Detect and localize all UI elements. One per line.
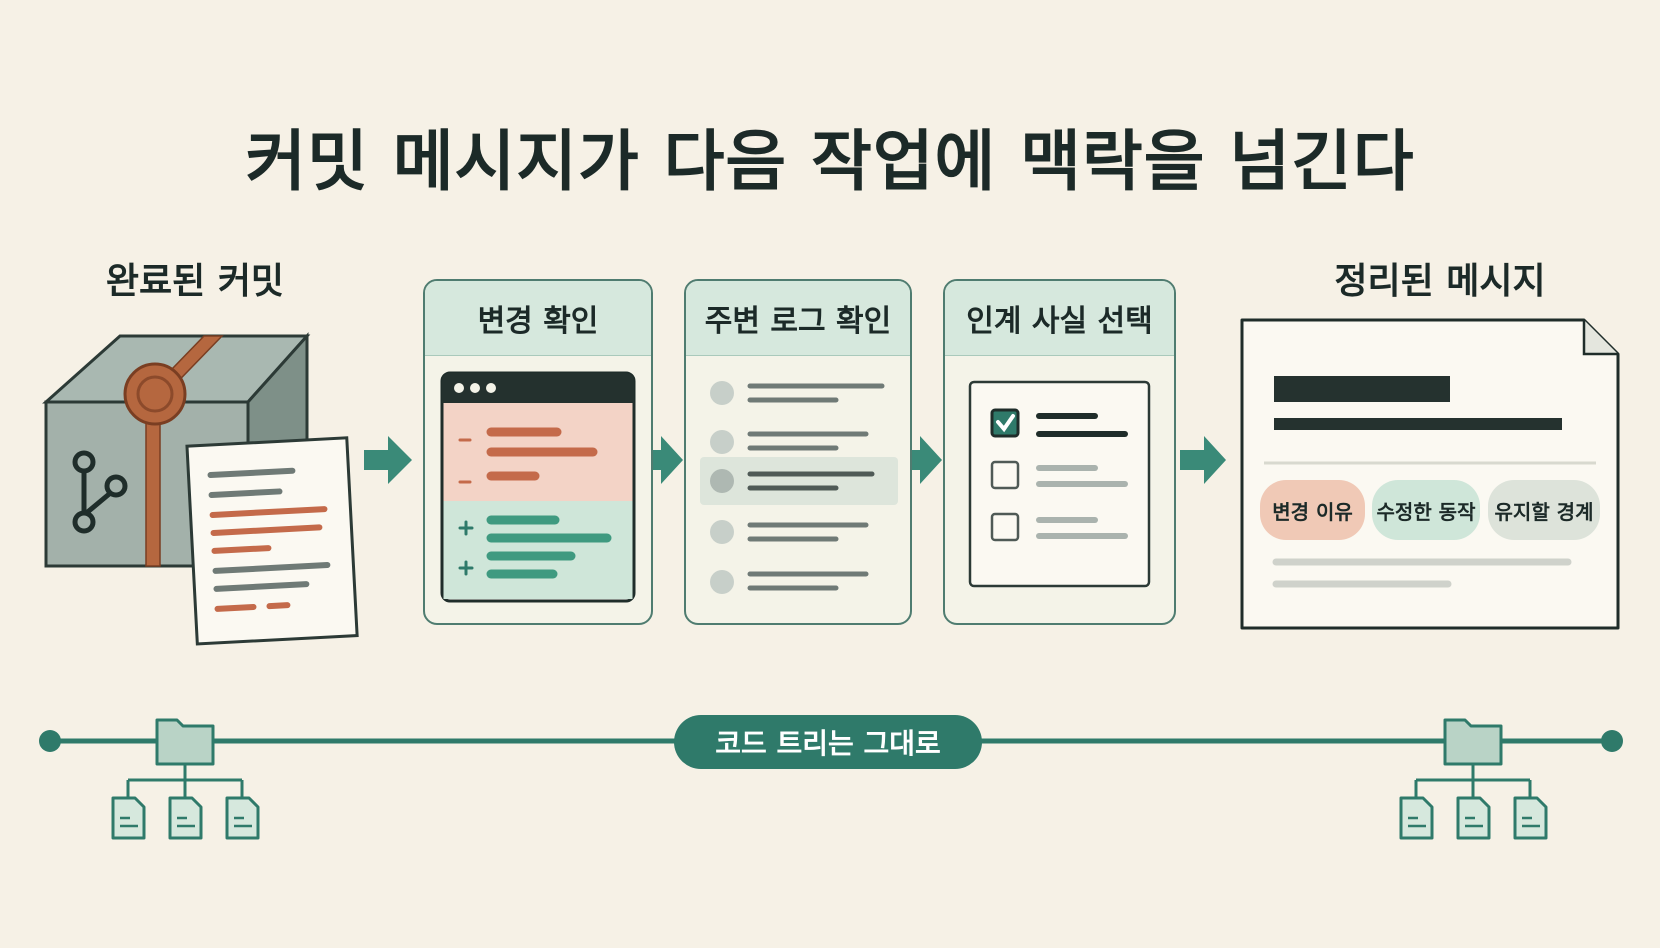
code-tree-unchanged-badge: 코드 트리는 그대로 xyxy=(674,715,982,769)
checklist xyxy=(968,380,1151,588)
step-panel-check-log: 주변 로그 확인 xyxy=(684,279,912,625)
chip-keep-boundary: 유지할 경계 xyxy=(1488,480,1600,540)
arrow-right-icon xyxy=(1180,436,1226,484)
step-title: 인계 사실 선택 xyxy=(945,281,1174,356)
step-panel-review-changes: 변경 확인 xyxy=(423,279,653,625)
commit-box-illustration xyxy=(42,332,359,646)
checkbox-icon xyxy=(990,512,1020,542)
git-branch-icon xyxy=(72,450,128,534)
checkbox-icon xyxy=(990,408,1020,438)
page-title: 커밋 메시지가 다음 작업에 맥락을 넘긴다 xyxy=(245,123,1415,200)
log-list xyxy=(700,381,898,594)
arrow-right-icon xyxy=(906,436,942,484)
step-panel-select-facts: 인계 사실 선택 xyxy=(943,279,1176,625)
chip-modified-action: 수정한 동작 xyxy=(1372,480,1480,540)
checkbox-icon xyxy=(990,460,1020,490)
folder-icon xyxy=(155,718,215,766)
completed-commit-label: 완료된 커밋 xyxy=(105,261,285,302)
chip-change-reason: 변경 이유 xyxy=(1260,480,1365,540)
step-title: 변경 확인 xyxy=(425,281,651,356)
step-title: 주변 로그 확인 xyxy=(686,281,910,356)
organized-message-label: 정리된 메시지 xyxy=(1334,261,1546,302)
folder-icon xyxy=(1443,718,1503,766)
arrow-right-icon xyxy=(647,436,683,484)
wax-seal-icon xyxy=(123,362,187,426)
arrow-right-icon xyxy=(364,436,412,484)
diff-window xyxy=(440,371,636,603)
window-dots-icon xyxy=(454,383,496,393)
